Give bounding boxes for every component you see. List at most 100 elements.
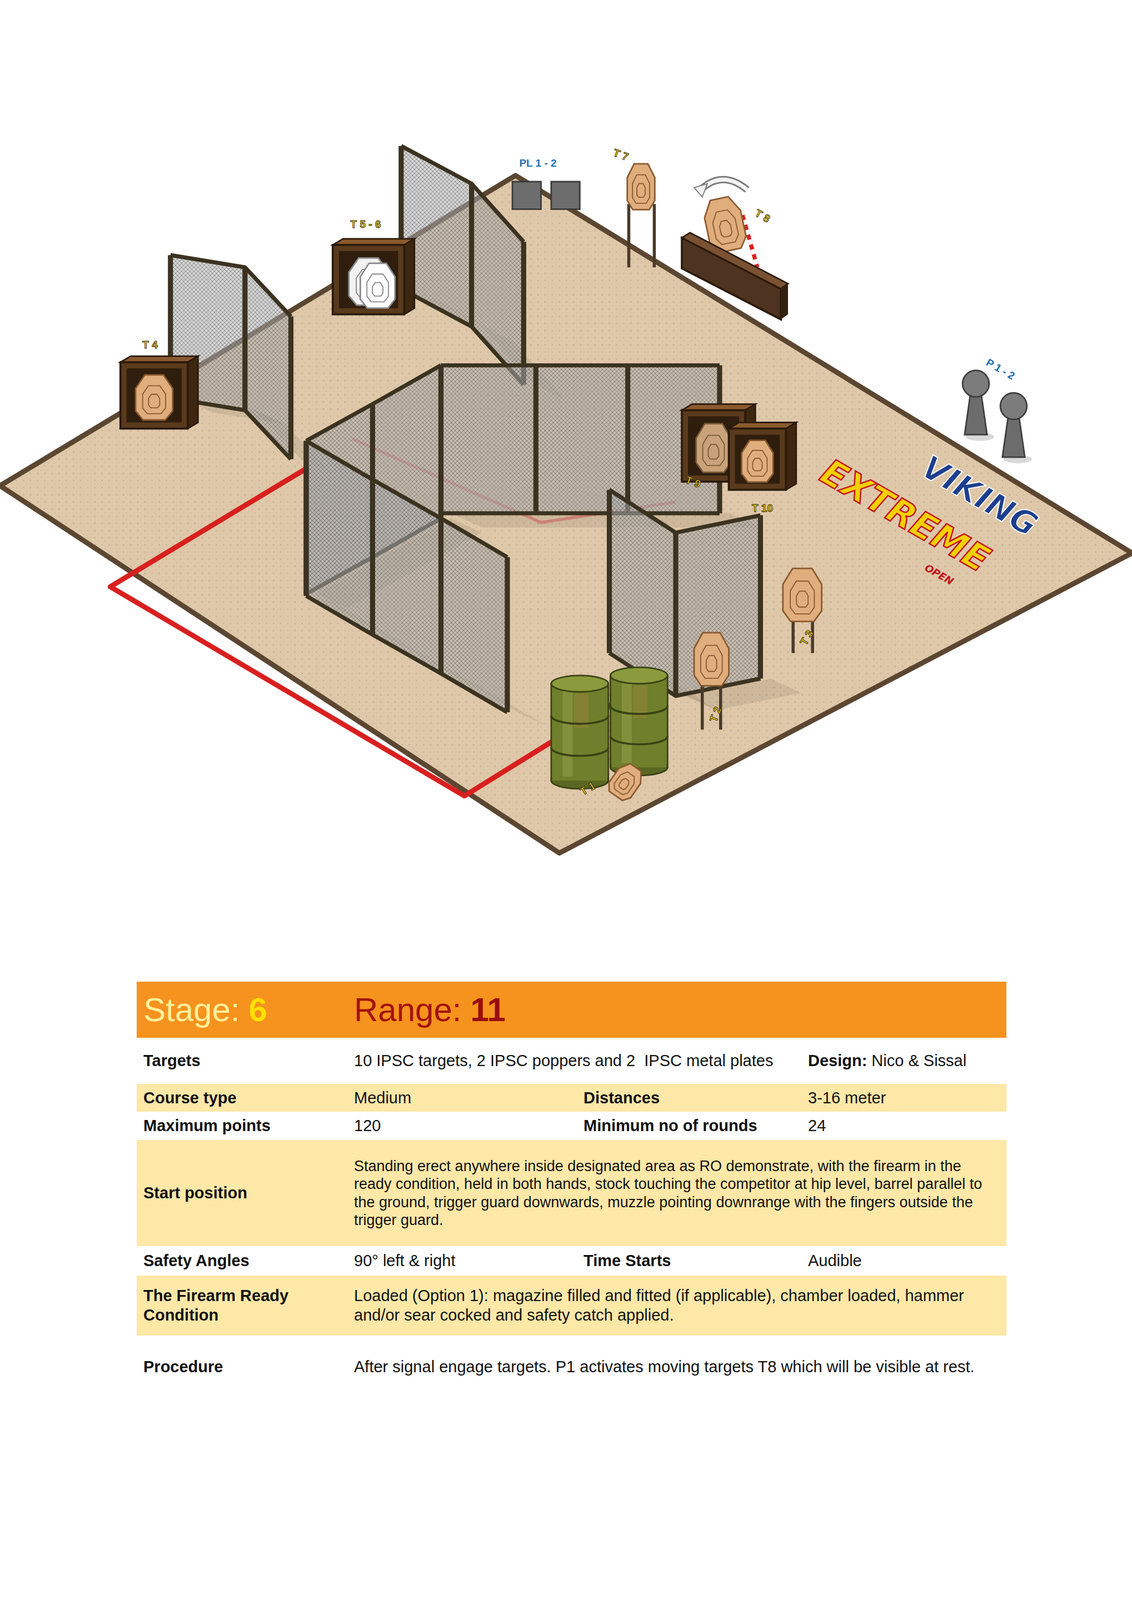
barrel-rib xyxy=(610,736,668,745)
target-face xyxy=(696,424,732,473)
target-zone xyxy=(747,450,767,477)
popper-head xyxy=(1000,392,1027,420)
crate-opening xyxy=(126,368,182,423)
target-label: T 7 xyxy=(611,146,630,164)
table-cell: Targets xyxy=(136,1038,348,1085)
target-face xyxy=(741,440,774,483)
mesh-panel xyxy=(675,515,761,697)
mesh-panel xyxy=(609,490,676,697)
mesh-panel xyxy=(609,490,676,697)
target-zone xyxy=(700,645,723,679)
barrel-body xyxy=(551,684,609,781)
mesh-wall xyxy=(609,490,802,711)
mesh-panel xyxy=(440,518,507,713)
stage-table: Stage:6 Range:11 Targets 10 IPSC targets… xyxy=(136,981,1007,1399)
target-stand xyxy=(627,203,631,268)
mesh-panel xyxy=(372,479,441,674)
barrel-highlight xyxy=(562,687,573,777)
table-row: Start position Standing erect anywhere i… xyxy=(136,1140,1007,1247)
table-row: The Firearm Ready Condition Loaded (Opti… xyxy=(136,1275,1007,1336)
crate-front xyxy=(728,428,786,490)
table-cell: 3-16 meter xyxy=(801,1084,1007,1112)
wall-frame xyxy=(440,363,720,368)
barrel-rib xyxy=(610,705,668,715)
target-face xyxy=(604,760,647,805)
mesh-panel xyxy=(306,440,373,635)
table-cell: Design:Nico & Sissal xyxy=(801,1038,1007,1085)
table-row: Targets 10 IPSC targets, 2 IPSC poppers … xyxy=(136,1038,1007,1085)
wall-post xyxy=(533,365,539,514)
target-label: T 5 - 6 xyxy=(350,218,382,231)
target-zone xyxy=(142,385,166,414)
table-cell-text: Minimum no of rounds xyxy=(583,1116,758,1135)
table-cell: Stage:6 xyxy=(136,981,348,1039)
target-zone xyxy=(702,435,725,466)
target-face xyxy=(694,632,729,687)
target-label: T 8 xyxy=(752,207,773,226)
target-face xyxy=(627,163,656,211)
table-cell-text: Standing erect anywhere inside designate… xyxy=(353,1158,987,1229)
table-cell-text: 90° left & right xyxy=(353,1252,456,1270)
table-cell: Distances xyxy=(576,1084,802,1112)
ipsc-target xyxy=(135,375,173,421)
table-cell: Safety Angles xyxy=(136,1246,348,1276)
target-face xyxy=(783,568,822,622)
mesh-panel xyxy=(440,365,536,514)
target-face xyxy=(360,263,395,309)
table-cell-text: Start position xyxy=(143,1184,248,1203)
table-cell: Audible xyxy=(801,1246,1007,1276)
table-cell: 90° left & right xyxy=(347,1246,577,1276)
table-cell-text: Distances xyxy=(583,1089,660,1107)
table-cell-text: Loaded (Option 1): magazine filled and f… xyxy=(353,1287,969,1325)
table-cell: 24 xyxy=(801,1111,1007,1141)
ground-texture xyxy=(0,175,1132,854)
table-cell: Time Starts xyxy=(576,1246,802,1276)
barrel-top xyxy=(551,675,609,692)
crate-front xyxy=(332,245,405,315)
mesh-panel xyxy=(401,146,472,327)
table-cell-text: 10 IPSC targets, 2 IPSC poppers and 2 IP… xyxy=(353,1051,774,1070)
ipsc-target xyxy=(627,163,656,211)
table-cell-text: 3-16 meter xyxy=(808,1089,886,1107)
wall-post xyxy=(288,316,294,460)
wall-post xyxy=(303,440,309,596)
table-cell-text: The Firearm Ready Condition xyxy=(143,1287,293,1325)
table-row: Maximum points 120 Minimum no of rounds … xyxy=(136,1111,1007,1141)
table-row: Procedure After signal engage targets. P… xyxy=(136,1335,1007,1399)
wall-post xyxy=(625,365,631,514)
table-cell-text: 24 xyxy=(808,1116,826,1135)
mesh-panel xyxy=(372,479,441,674)
table-cell: Range:11 xyxy=(347,981,1007,1039)
crate-opening xyxy=(338,251,399,309)
table-cell-text: Course type xyxy=(143,1089,237,1107)
ground-border xyxy=(0,175,1132,854)
table-cell: Maximum points xyxy=(136,1111,348,1141)
crate-front xyxy=(120,362,188,429)
target-zone xyxy=(706,655,717,672)
table-cell: The Firearm Ready Condition xyxy=(136,1275,348,1336)
wall-frame xyxy=(306,596,508,713)
mesh-wall xyxy=(306,440,548,727)
table-cell: 120 xyxy=(347,1111,577,1141)
target-zone xyxy=(366,273,389,302)
barrel-body xyxy=(552,684,608,781)
table-cell-text: 120 xyxy=(353,1116,381,1135)
popper-body xyxy=(964,391,987,435)
header-row: Stage:6 Range:11 xyxy=(136,981,1007,1039)
mesh-panel xyxy=(245,267,292,460)
mesh-panel xyxy=(440,365,536,514)
table-cell-text: After signal engage targets. P1 activate… xyxy=(353,1358,975,1376)
target-zone xyxy=(752,458,762,471)
table-cell-text: Nico & Sissal xyxy=(871,1051,967,1070)
wall-frame xyxy=(306,440,508,557)
target-face xyxy=(135,375,173,421)
target-zone xyxy=(708,444,720,460)
target-stand xyxy=(719,684,723,731)
barrier-wall-top xyxy=(681,232,789,289)
table-cell-text: Time Starts xyxy=(583,1252,671,1270)
ipsc-target xyxy=(741,440,774,483)
stage-table-grid: Stage:6 Range:11 Targets 10 IPSC targets… xyxy=(136,981,1007,1399)
target-stand xyxy=(791,617,795,653)
mesh-panel xyxy=(401,146,472,327)
wall-post xyxy=(438,518,444,674)
